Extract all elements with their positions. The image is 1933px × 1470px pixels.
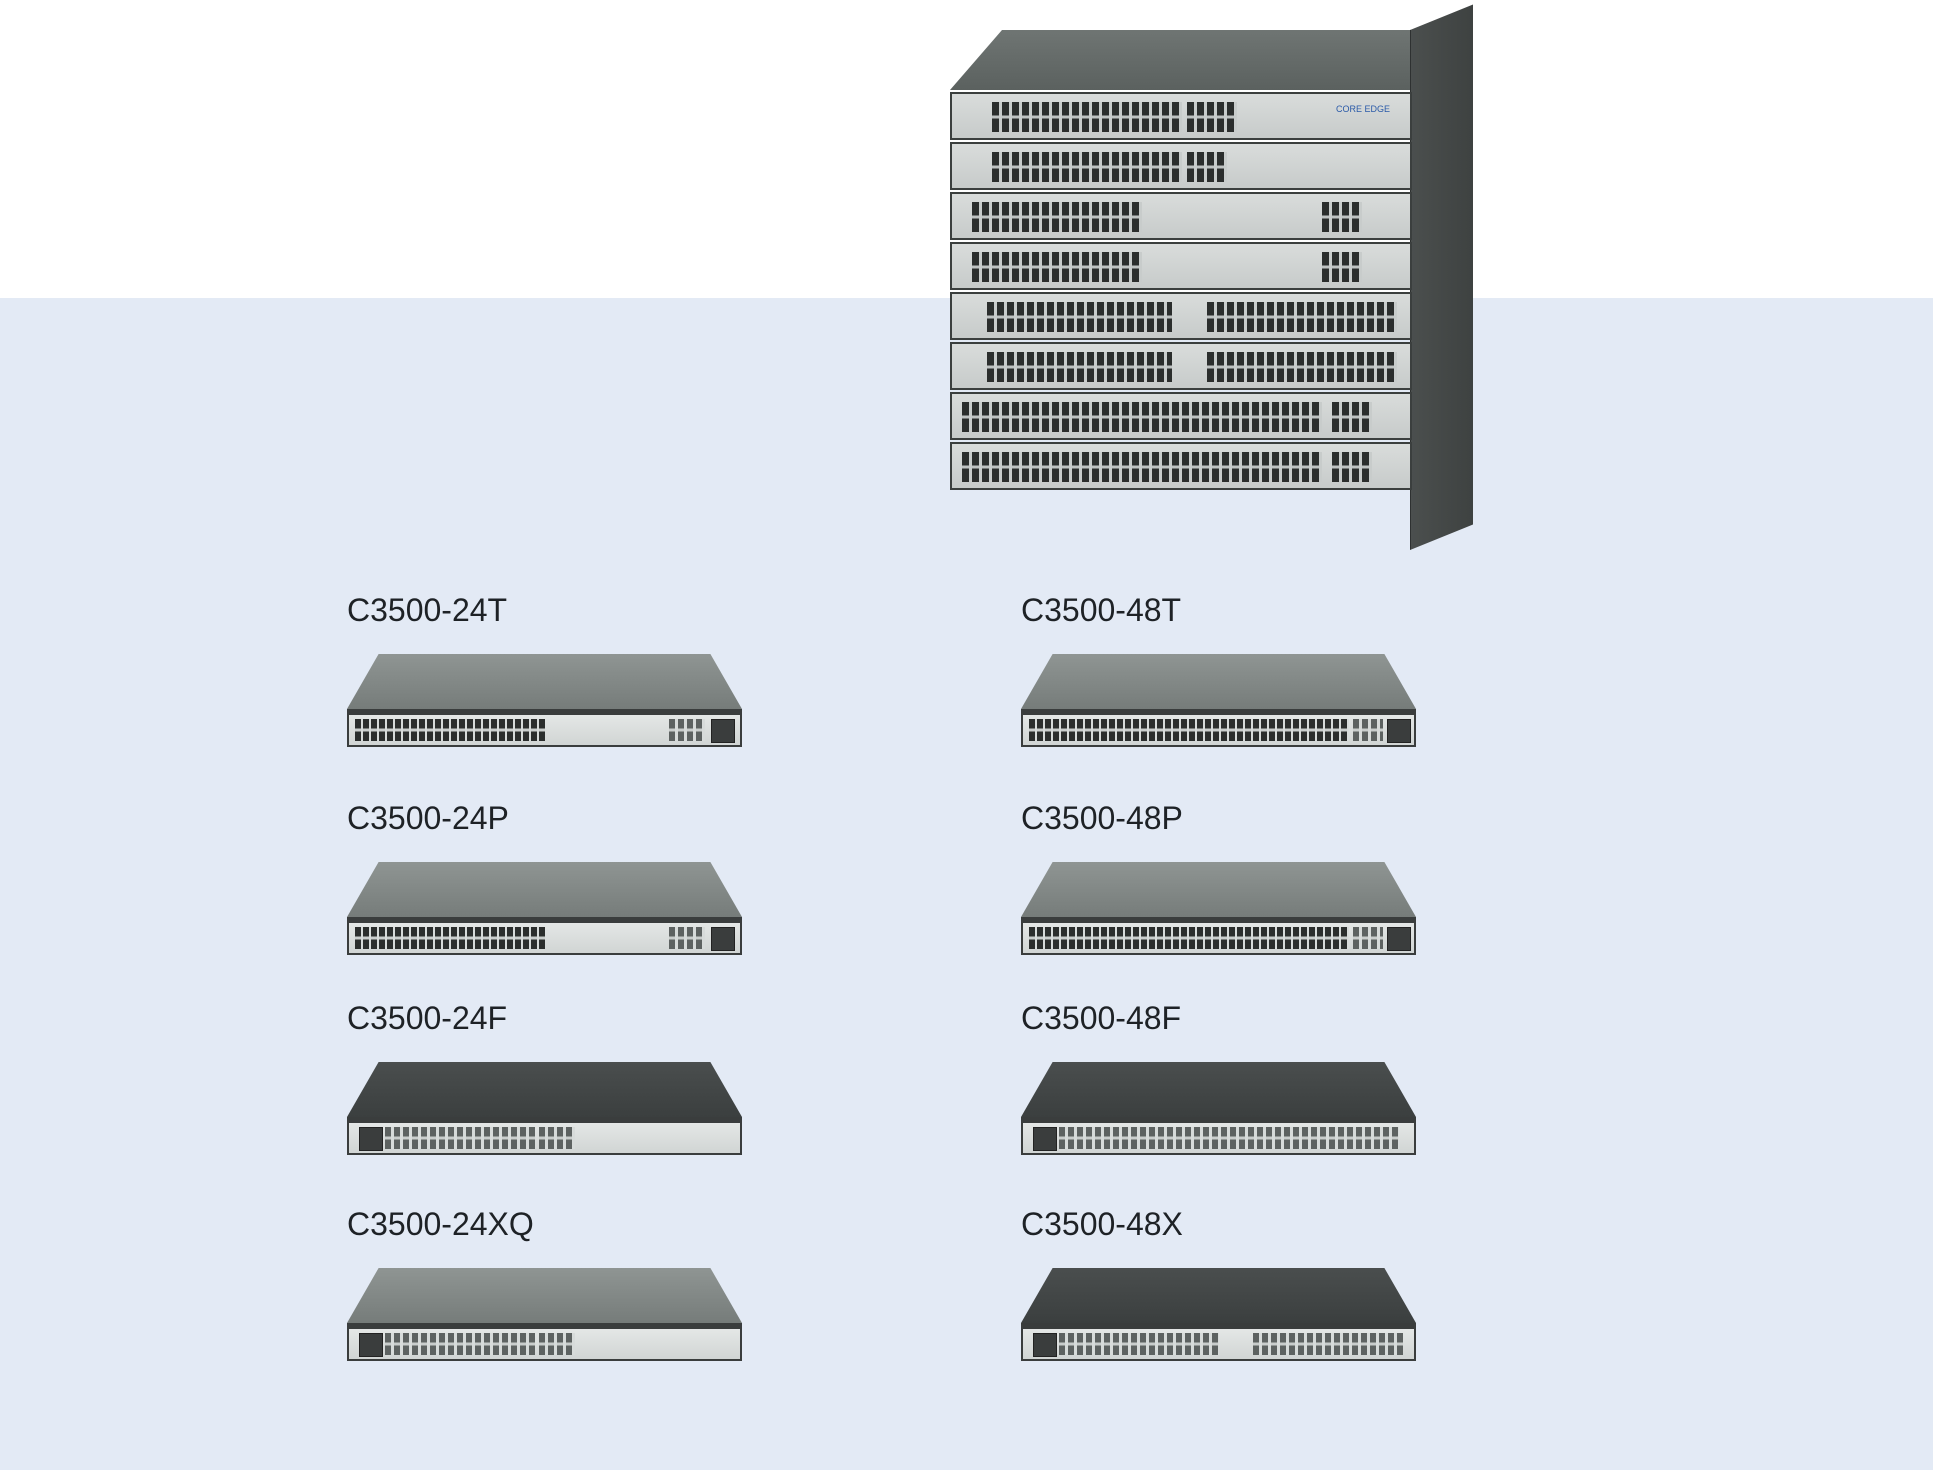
stack-unit <box>950 392 1412 440</box>
model-card-24f[interactable]: C3500-24F <box>347 998 767 1157</box>
model-title: C3500-48X <box>1021 1206 1183 1242</box>
switch-image <box>347 862 742 957</box>
stack-top-panel <box>950 30 1470 90</box>
model-card-48x[interactable]: C3500-48X <box>1021 1204 1441 1363</box>
stack-side-panel <box>1410 4 1473 551</box>
background-band <box>0 298 1933 1470</box>
switch-image <box>347 654 742 749</box>
switch-stack-image: CORE EDGE <box>940 4 1540 570</box>
switch-image <box>1021 654 1416 749</box>
switch-image <box>1021 1268 1416 1363</box>
model-title: C3500-48P <box>1021 800 1183 836</box>
switch-image <box>1021 1062 1416 1157</box>
stack-unit <box>950 342 1412 390</box>
stack-unit: CORE EDGE <box>950 92 1412 140</box>
switch-image <box>1021 862 1416 957</box>
model-title: C3500-24F <box>347 1000 508 1036</box>
model-card-48f[interactable]: C3500-48F <box>1021 998 1441 1157</box>
switch-image <box>347 1062 742 1157</box>
model-card-48p[interactable]: C3500-48P <box>1021 798 1441 957</box>
stack-unit <box>950 192 1412 240</box>
switch-image <box>347 1268 742 1363</box>
stack-unit <box>950 142 1412 190</box>
model-card-24t[interactable]: C3500-24T <box>347 590 767 749</box>
stack-logo: CORE EDGE <box>1335 104 1390 114</box>
stack-unit <box>950 442 1412 490</box>
model-title: C3500-48F <box>1021 1000 1182 1036</box>
model-card-48t[interactable]: C3500-48T <box>1021 590 1441 749</box>
model-title: C3500-24P <box>347 800 509 836</box>
model-title: C3500-24T <box>347 592 508 628</box>
model-title: C3500-24XQ <box>347 1206 534 1242</box>
model-card-24p[interactable]: C3500-24P <box>347 798 767 957</box>
model-title: C3500-48T <box>1021 592 1182 628</box>
stack-unit <box>950 242 1412 290</box>
model-card-24xq[interactable]: C3500-24XQ <box>347 1204 767 1363</box>
stack-unit <box>950 292 1412 340</box>
